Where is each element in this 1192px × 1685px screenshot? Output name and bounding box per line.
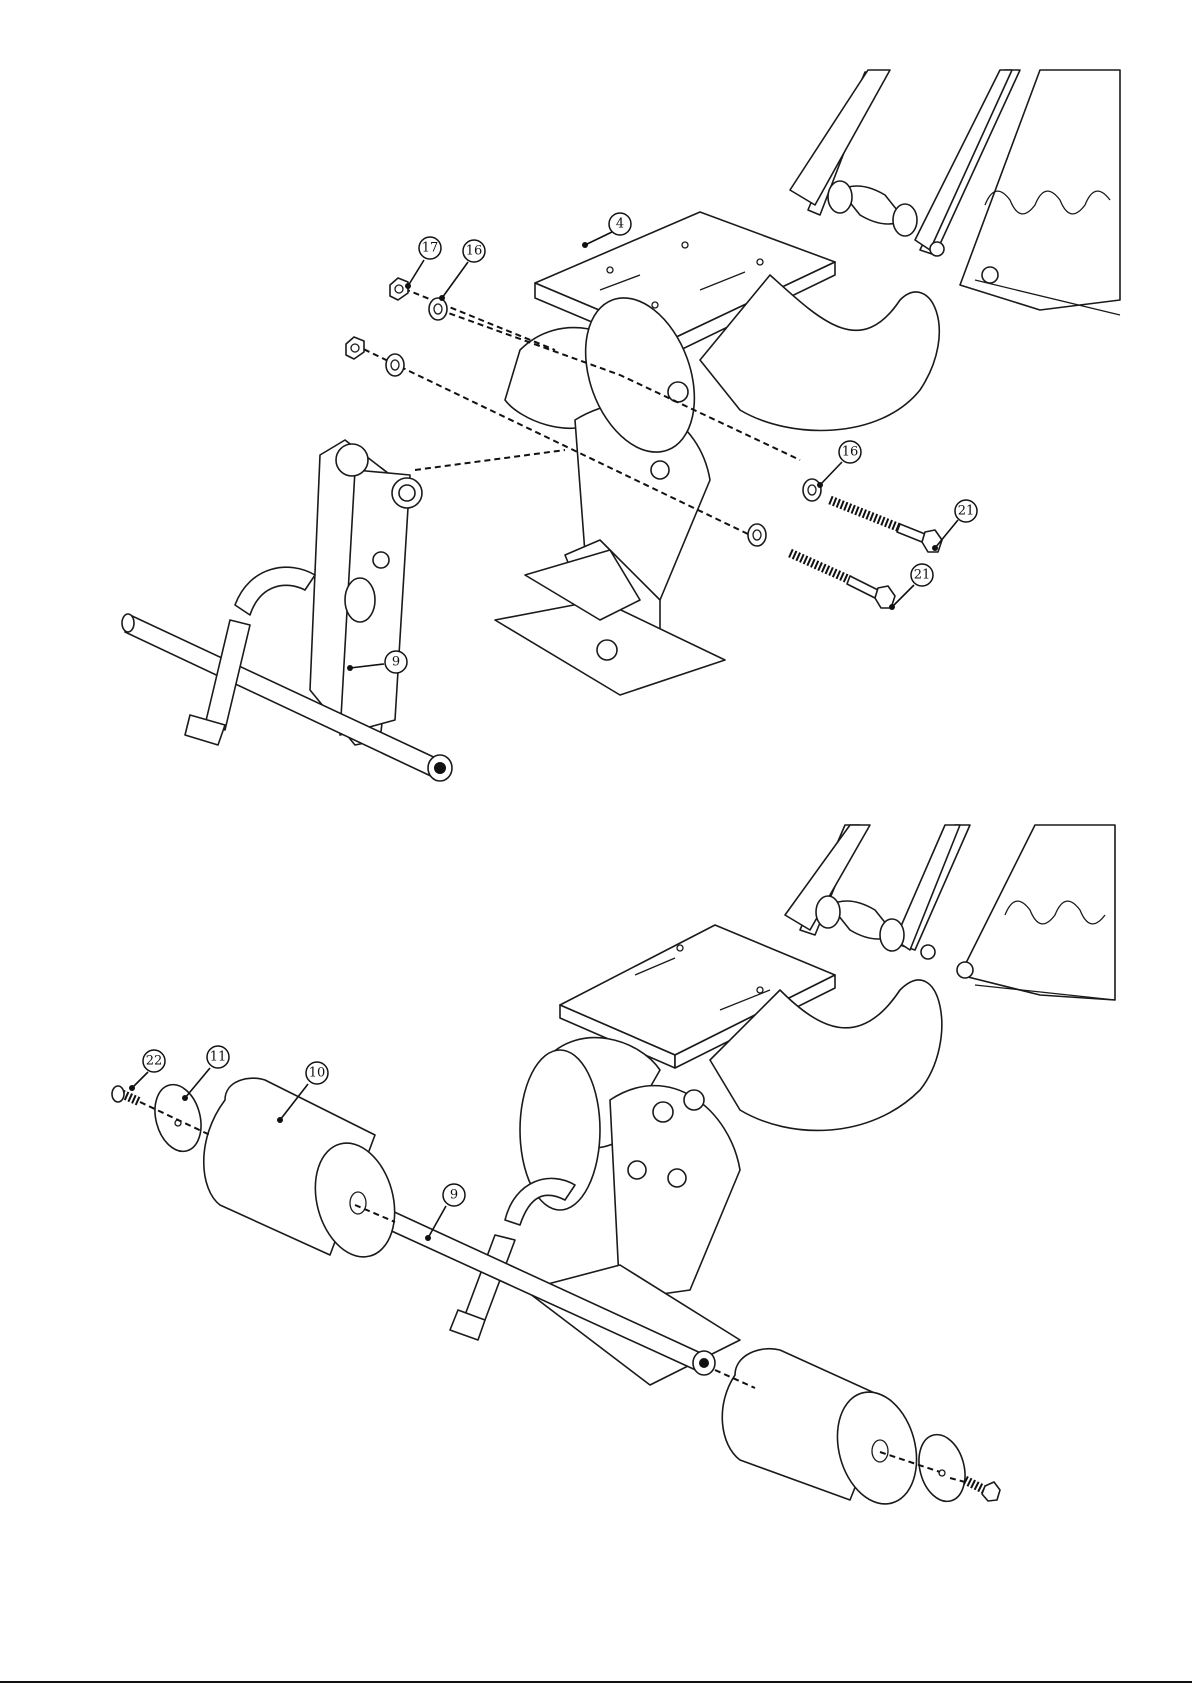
bench-frame (790, 70, 1120, 315)
nut-lower-left (346, 337, 364, 359)
assembly-step-1: 4 17 16 16 21 2 (122, 70, 1120, 781)
callout-label: 16 (466, 244, 483, 259)
callout-label: 22 (146, 1054, 163, 1069)
washer-16-mid (803, 479, 821, 501)
pivot-arm-9 (122, 440, 452, 781)
washer-16-top (429, 298, 447, 320)
callout-11: 11 (182, 1046, 229, 1101)
assembly-step-2: 22 11 10 9 (112, 825, 1115, 1513)
callout-label: 16 (842, 445, 859, 460)
end-cap-11-left (148, 1079, 208, 1156)
callout-16-top: 16 (439, 240, 485, 301)
callout-label: 9 (450, 1188, 458, 1203)
callout-label: 21 (958, 504, 975, 519)
nut-17-top (390, 278, 408, 300)
washer-lower-right (748, 524, 766, 546)
washer-lower-left (386, 354, 404, 376)
curved-arm (495, 275, 939, 695)
roller-pad-10-left (204, 1078, 407, 1266)
callout-label: 9 (392, 655, 400, 670)
callout-label: 4 (616, 217, 624, 232)
callout-9-bottom: 9 (425, 1184, 465, 1241)
callout-4: 4 (582, 213, 631, 248)
bolt-21-upper (830, 500, 942, 552)
callout-label: 17 (422, 241, 439, 256)
bolt-21-lower (790, 553, 895, 608)
callout-17: 17 (405, 237, 441, 289)
bolt-22-left (112, 1086, 140, 1102)
end-cap-11-right (912, 1429, 972, 1506)
callout-22: 22 (129, 1050, 165, 1091)
bolt-22-right (965, 1480, 1000, 1501)
roller-pad-10-right (722, 1349, 928, 1513)
callout-label: 11 (210, 1050, 227, 1065)
callout-21-a: 21 (932, 500, 977, 551)
callout-label: 21 (914, 568, 931, 583)
callout-21-b: 21 (889, 564, 933, 610)
callout-label: 10 (309, 1066, 326, 1081)
bench-frame-lower (785, 825, 1115, 1000)
callout-16-mid: 16 (817, 441, 861, 488)
